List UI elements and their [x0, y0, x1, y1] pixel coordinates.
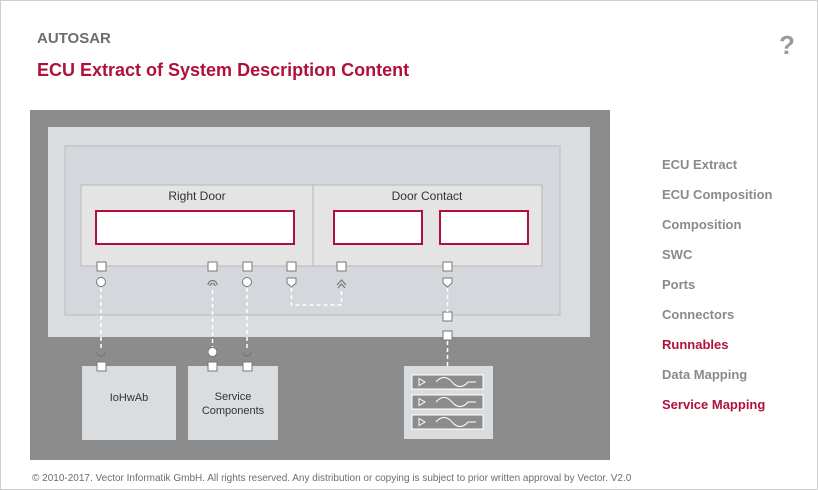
- signal-row[interactable]: [411, 394, 484, 410]
- assembly-connector[interactable]: [290, 288, 343, 306]
- play-icon: [418, 397, 426, 407]
- runnable-right-door[interactable]: [95, 210, 295, 245]
- bsw-server-socket-icon: [242, 351, 252, 357]
- page-title: ECU Extract of System Description Conten…: [37, 60, 410, 80]
- port[interactable]: [336, 261, 347, 272]
- sine-wave-icon: [435, 397, 476, 407]
- nav-item-connectors[interactable]: Connectors: [662, 307, 735, 322]
- bsw-iohwab[interactable]: [82, 366, 176, 440]
- port[interactable]: [242, 261, 253, 272]
- bsw-service-label-line2: Components: [202, 405, 265, 417]
- bsw-port[interactable]: [242, 361, 253, 372]
- signal-row[interactable]: [411, 414, 484, 430]
- bsw-server-socket-icon: [96, 351, 106, 357]
- bsw-port[interactable]: [207, 361, 218, 372]
- port[interactable]: [286, 261, 297, 272]
- play-icon: [418, 417, 426, 427]
- port[interactable]: [96, 261, 107, 272]
- receiver-port-icon: [336, 279, 347, 286]
- nav-item-composition[interactable]: Composition: [662, 217, 742, 232]
- nav-item-swc[interactable]: SWC: [662, 247, 693, 262]
- signal-row[interactable]: [411, 374, 484, 390]
- nav-item-ecu-extract[interactable]: ECU Extract: [662, 157, 738, 172]
- sender-port-icon: [286, 277, 297, 288]
- page-subtitle: AUTOSAR: [37, 30, 111, 47]
- bsw-port[interactable]: [96, 361, 107, 372]
- nav-item-data-mapping[interactable]: Data Mapping: [662, 367, 748, 382]
- bsw-service-label-line1: Service: [215, 391, 252, 403]
- bsw-client-port-icon: [207, 347, 218, 357]
- client-port-icon: [242, 277, 252, 287]
- nav-item-service-mapping[interactable]: Service Mapping: [662, 397, 766, 412]
- delegation-port[interactable]: [442, 311, 453, 322]
- swc-door-contact-label: Door Contact: [392, 189, 463, 203]
- delegation-port[interactable]: [442, 330, 453, 341]
- runnable-door-contact-1[interactable]: [333, 210, 423, 245]
- client-port-icon: [96, 277, 106, 287]
- bsw-service-components[interactable]: [188, 366, 278, 440]
- nav-item-ecu-composition[interactable]: ECU Composition: [662, 187, 773, 202]
- signal-stack: [411, 374, 484, 430]
- swc-right-door-label: Right Door: [168, 189, 225, 203]
- sine-wave-icon: [435, 377, 476, 387]
- port[interactable]: [207, 261, 218, 272]
- play-icon: [418, 377, 426, 387]
- bsw-iohwab-label: IoHwAb: [110, 392, 149, 404]
- copyright-footer: © 2010-2017. Vector Informatik GmbH. All…: [32, 473, 632, 484]
- server-socket-icon: [207, 279, 218, 286]
- server-socket-icon: [209, 282, 216, 287]
- nav-item-runnables[interactable]: Runnables: [662, 337, 729, 352]
- runnable-door-contact-2[interactable]: [439, 210, 529, 245]
- nav-item-ports[interactable]: Ports: [662, 277, 696, 292]
- help-icon[interactable]: ?: [779, 30, 795, 60]
- sine-wave-icon: [435, 417, 476, 427]
- port[interactable]: [442, 261, 453, 272]
- view-navigation: ECU Extract ECU Composition Composition …: [662, 157, 773, 427]
- sender-port-icon: [442, 277, 453, 288]
- receiver-port-icon: [337, 283, 346, 289]
